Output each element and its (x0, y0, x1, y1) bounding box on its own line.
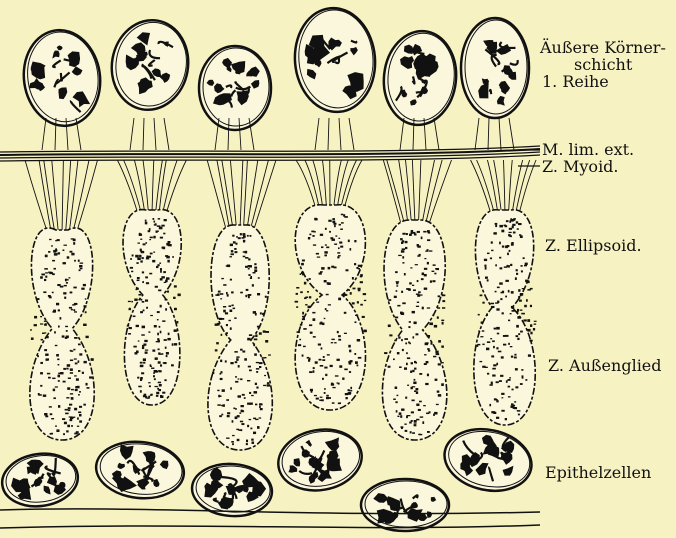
label-external-limiting-membrane: M. lim. ext. (542, 142, 634, 158)
label-ellipsoid-zone: Z. Ellipsoid. (545, 238, 642, 254)
outer-nucleus (199, 46, 271, 130)
label-myoid-zone: Z. Myoid. (542, 159, 619, 175)
epithelial-nucleus (361, 479, 449, 531)
outer-nucleus (461, 18, 529, 118)
label-outer-nuclear-layer-line2: schicht (574, 57, 632, 73)
label-outer-segment-zone: Z. Außenglied (548, 358, 662, 374)
label-outer-nuclear-layer-line1: Äußere Körner- (540, 40, 666, 56)
label-first-row: 1. Reihe (542, 74, 609, 90)
label-epithelial-cells: Epithelzellen (545, 465, 651, 481)
